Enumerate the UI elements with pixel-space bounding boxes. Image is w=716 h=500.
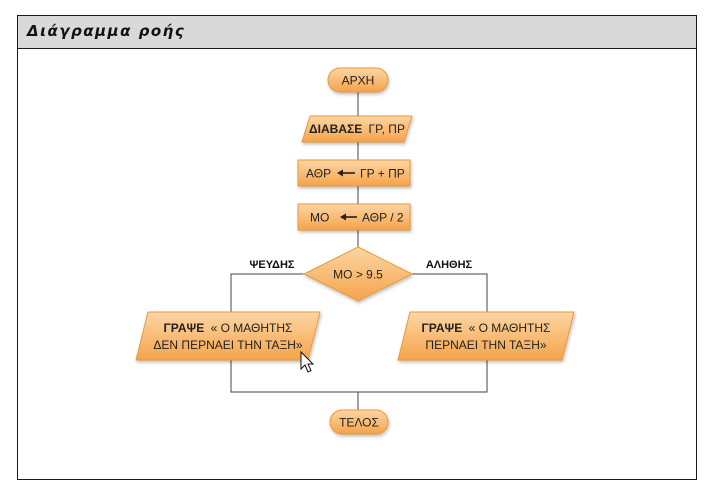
start-label: ΑΡΧΗ [342, 74, 375, 88]
read-node: ΔΙΑΒΑΣΕ ΓΡ, ΠΡ [301, 115, 413, 143]
arrow-left-icon [337, 169, 355, 177]
decision-node: ΜΟ > 9.5 [302, 246, 414, 302]
true-branch-label: ΑΛΗΘΗΣ [426, 259, 473, 271]
read-text: ΔΙΑΒΑΣΕ ΓΡ, ΠΡ [309, 122, 405, 136]
start-terminator: ΑΡΧΗ [327, 67, 389, 93]
connectors [230, 90, 488, 410]
write-true-line1: ΓΡΑΨΕ « Ο ΜΑΘΗΤΗΣ [422, 321, 551, 335]
edge-decision-false [230, 273, 305, 312]
end-terminator: ΤΕΛΟΣ [329, 409, 389, 435]
assign2-expr: ΑΘΡ / 2 [362, 211, 404, 225]
write-true-node: ΓΡΑΨΕ « Ο ΜΑΘΗΤΗΣ ΠΕΡΝΑΕΙ ΤΗΝ ΤΑΞΗ» [397, 311, 575, 361]
write-true-line2: ΠΕΡΝΑΕΙ ΤΗΝ ΤΑΞΗ» [425, 338, 546, 352]
assign1-expr: ΓΡ + ΠΡ [360, 167, 405, 181]
write-false-keyword: ΓΡΑΨΕ [164, 321, 205, 335]
read-args: ΓΡ, ΠΡ [369, 122, 405, 136]
false-branch-label: ΨΕΥΔΗΣ [249, 259, 294, 271]
edge-decision-true [412, 273, 488, 312]
assign2-node: ΜΟ ΑΘΡ / 2 [297, 203, 411, 231]
write-false-node: ΓΡΑΨΕ « Ο ΜΑΘΗΤΗΣ ΔΕΝ ΠΕΡΝΑΕΙ ΤΗΝ ΤΑΞΗ» [135, 311, 321, 361]
panel-header: Διάγραμμα ροής [18, 16, 696, 49]
assign1-target: ΑΘΡ [306, 167, 331, 181]
panel-title: Διάγραμμα ροής [27, 22, 186, 40]
assign2-target: ΜΟ [310, 211, 329, 225]
read-keyword: ΔΙΑΒΑΣΕ [309, 122, 362, 136]
assign1-node: ΑΘΡ ΓΡ + ΠΡ [297, 159, 411, 187]
arrow-left-icon [340, 213, 357, 221]
write-false-line2: ΔΕΝ ΠΕΡΝΑΕΙ ΤΗΝ ΤΑΞΗ» [153, 338, 303, 352]
mouse-cursor-icon [300, 350, 315, 373]
write-false-line1: ΓΡΑΨΕ « Ο ΜΑΘΗΤΗΣ [164, 321, 293, 335]
end-label: ΤΕΛΟΣ [339, 416, 379, 430]
decision-condition: ΜΟ > 9.5 [333, 268, 383, 282]
write-true-keyword: ΓΡΑΨΕ [422, 321, 463, 335]
edge-merge [230, 360, 488, 393]
